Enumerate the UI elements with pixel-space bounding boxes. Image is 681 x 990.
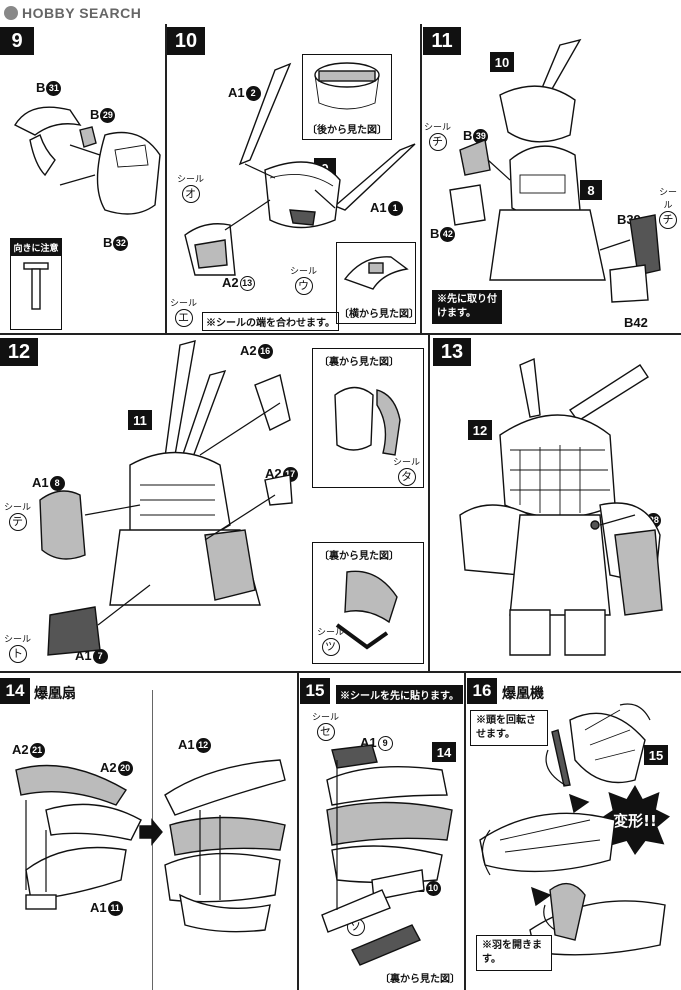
fan-parts-illustration [15,764,142,910]
back-view-illustration-a [334,386,401,456]
caution-box: 向きに注意 [10,238,62,330]
back-view-illustration-b [335,570,398,650]
fan-assembled-illustration [164,759,286,933]
rear-view-illustration [314,62,380,110]
step11-note: ※先に取り付けます。 [432,290,502,324]
sticker-o: シールオ [177,172,204,203]
ref-step-8: 8 [580,180,602,200]
step-number-9: 9 [0,27,34,55]
step14-title: 爆凰扇 [34,685,76,701]
ref-step-12: 12 [468,420,492,440]
col-divider-10-11 [420,24,422,333]
col-divider-9-10 [165,24,167,333]
back-view-box-a: 〔裏から見た図〕 シールタ [312,348,424,488]
body-assembly-illustration [449,38,661,303]
head-assembly-illustration [184,62,416,276]
ref-step-10: 10 [490,52,514,72]
sticker-e: シールエ [170,296,197,327]
completed-figure-illustration [459,357,663,656]
watermark: HOBBY SEARCH [4,4,141,22]
step15-view-label: 〔裏から見た図〕 [380,974,460,985]
part-b42-b: B42 [624,315,648,330]
transform-sequence-illustration [479,703,666,956]
wing-assembly-illustration [321,744,453,966]
side-view-label: 〔横から見た図〕 [339,309,419,320]
step16-note-rotate: ※頭を回転させます。 [470,710,548,746]
back-view-label-a: 〔裏から見た図〕 [319,357,399,368]
torso-assembly-illustration [39,340,293,656]
back-view-box-b: 〔裏から見た図〕 シールツ [312,542,424,664]
step14-arrow-icon [139,818,163,846]
step-number-13: 13 [433,338,471,366]
side-view-box: 〔横から見た図〕 [336,242,419,324]
step15-note: ※シールを先に貼ります。 [336,685,463,704]
caution-title: 向きに注意 [11,239,61,256]
brand-logo-icon [4,6,18,20]
step16-note-wings: ※羽を開きます。 [476,935,552,971]
step-number-15: 15 [300,678,330,704]
step-number-11: 11 [423,27,461,55]
sticker-ta: シールタ [393,455,420,486]
watermark-text: HOBBY SEARCH [22,5,142,21]
sticker-chi-b: シールチ [655,185,681,229]
row-divider-2 [0,671,681,673]
pin-illustration [23,262,49,310]
transform-text: 変形!! [613,811,657,830]
ref-step-14: 14 [432,742,456,762]
sticker-te: シールテ [4,500,31,531]
step-number-10: 10 [167,27,205,55]
step-number-16: 16 [467,678,497,704]
helmet-parts-illustration [14,106,161,215]
step10-note: ※シールの端を合わせます。 [202,312,339,331]
col-divider-14-15 [297,673,299,990]
sticker-u: シールウ [290,264,317,295]
rear-view-label: 〔後から見た図〕 [307,125,387,136]
col-divider-12-13 [428,335,430,671]
row-divider-1 [0,333,681,335]
ref-step-11: 11 [128,410,152,430]
sticker-se: シールセ [312,710,339,741]
step-number-12: 12 [0,338,38,366]
sticker-tsu: シールツ [317,625,344,656]
ref-step-15: 15 [644,745,668,765]
rear-view-box: 〔後から見た図〕 [302,54,392,140]
sticker-to: シールト [4,632,31,663]
step16-title: 爆凰機 [502,685,544,701]
step-number-14: 14 [0,678,30,704]
back-view-label-b: 〔裏から見た図〕 [319,551,399,562]
side-view-illustration [343,256,409,290]
col-divider-15-16 [464,673,466,990]
sticker-chi-a: シールチ [424,120,451,151]
